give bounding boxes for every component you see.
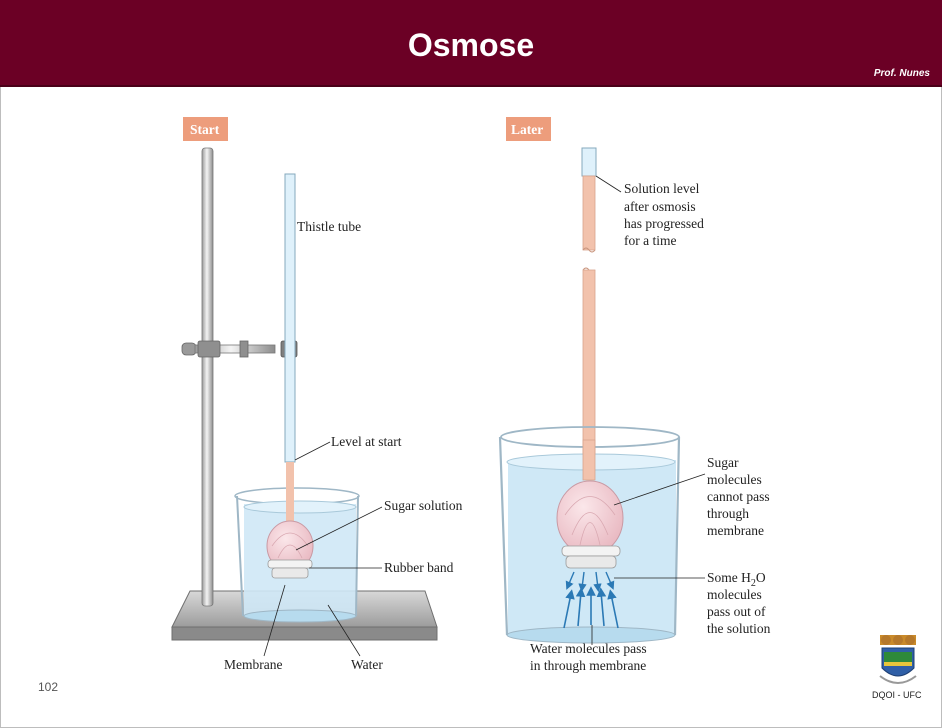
solution-level-line-1: Solution level bbox=[624, 181, 700, 196]
sugar-line-3: cannot pass bbox=[707, 489, 770, 504]
sugar-line-5: membrane bbox=[707, 523, 764, 538]
h2o-line-2: molecules bbox=[707, 587, 762, 602]
label-thistle-tube: Thistle tube bbox=[297, 219, 361, 234]
solution-level-line-4: for a time bbox=[624, 233, 676, 248]
water-in-line-1: Water molecules pass bbox=[530, 641, 647, 656]
label-water-in: Water molecules pass in through membrane bbox=[530, 641, 650, 673]
page-number: 102 bbox=[38, 680, 59, 694]
solution-level-line-3: has progressed bbox=[624, 216, 704, 231]
label-water: Water bbox=[351, 657, 383, 672]
later-panel: Later bbox=[498, 117, 773, 673]
ufc-crest-icon bbox=[879, 635, 917, 684]
left-leaders bbox=[263, 441, 383, 657]
sugar-line-2: molecules bbox=[707, 472, 762, 487]
water-in-line-2: in through membrane bbox=[530, 658, 646, 673]
label-membrane: Membrane bbox=[224, 657, 282, 672]
label-rubber-band: Rubber band bbox=[384, 560, 454, 575]
right-leaders bbox=[591, 175, 706, 645]
department-label: DQOI - UFC bbox=[872, 690, 922, 700]
author-label: Prof. Nunes bbox=[873, 68, 930, 79]
later-tag-bg bbox=[506, 117, 551, 141]
water-in-arrows bbox=[563, 586, 619, 629]
label-sugar-molecules: Sugar molecules cannot pass through memb… bbox=[707, 455, 773, 538]
slide-header: Osmose Prof. Nunes bbox=[0, 0, 942, 87]
clamp bbox=[181, 340, 298, 358]
label-solution-level: Solution level after osmosis has progres… bbox=[624, 181, 707, 248]
water-out-arrows bbox=[565, 571, 615, 593]
h2o-prefix: Some H bbox=[707, 570, 751, 585]
beaker-left bbox=[234, 487, 360, 623]
h2o-subscript: 2 bbox=[751, 578, 756, 589]
solution-level-line-2: after osmosis bbox=[624, 199, 696, 214]
h2o-line-4: the solution bbox=[707, 621, 771, 636]
slide-title: Osmose bbox=[407, 27, 535, 63]
label-h2o-line-1: Some H2O bbox=[707, 570, 766, 589]
start-tag-bg bbox=[183, 117, 228, 141]
start-panel: Start bbox=[171, 117, 463, 672]
label-sugar-solution: Sugar solution bbox=[384, 498, 463, 513]
later-tag: Later bbox=[511, 122, 543, 137]
bulb-right bbox=[556, 480, 624, 569]
h2o-suffix: O bbox=[756, 570, 766, 585]
label-h2o-rest: molecules pass out of the solution bbox=[707, 587, 771, 636]
label-level-at-start: Level at start bbox=[331, 434, 402, 449]
sugar-line-1: Sugar bbox=[707, 455, 739, 470]
start-tag: Start bbox=[190, 122, 220, 137]
sugar-line-4: through bbox=[707, 506, 749, 521]
thistle-tube-left bbox=[266, 173, 314, 579]
h2o-line-3: pass out of bbox=[707, 604, 766, 619]
stand-rod bbox=[201, 147, 214, 607]
thistle-tube-right bbox=[581, 147, 597, 469]
